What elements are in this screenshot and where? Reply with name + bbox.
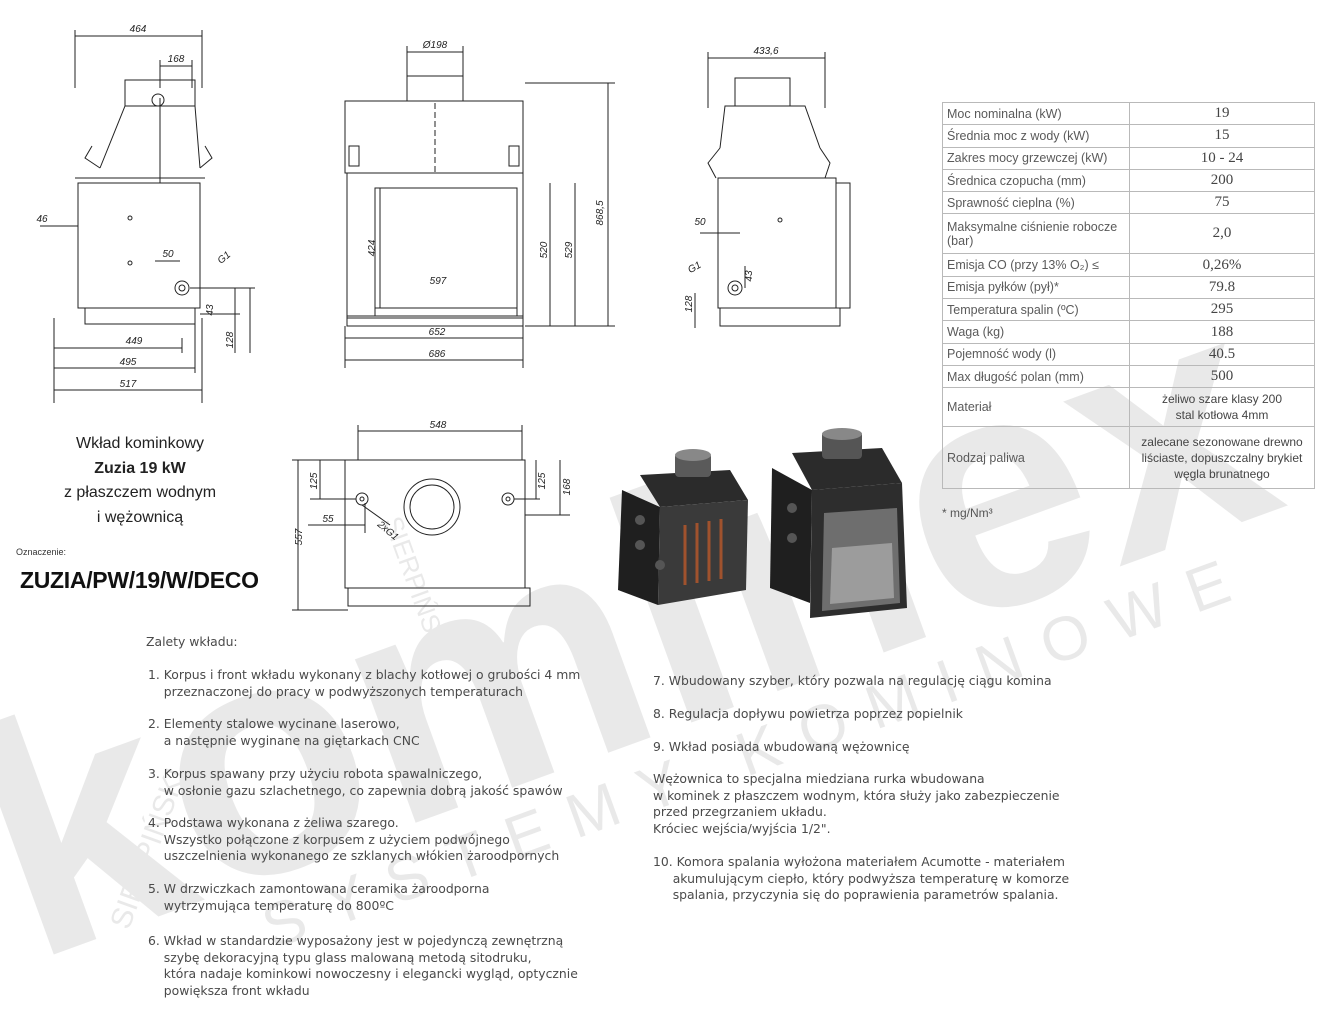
dim-front-520: 520 bbox=[539, 241, 550, 258]
dim-side-464: 464 bbox=[130, 24, 147, 35]
dim-front-868: 868,5 bbox=[595, 200, 606, 225]
spec-label: Emisja pyłków (pył)* bbox=[942, 275, 1130, 300]
spec-value: 200 bbox=[1129, 168, 1315, 193]
spec-row: Temperatura spalin (ºC)295 bbox=[942, 298, 1315, 322]
advantage-2: 2. Elementy stalowe wycinane laserowo, a… bbox=[148, 716, 420, 748]
advantage-8: 8. Regulacja dopływu powietrza poprzez p… bbox=[653, 706, 963, 721]
spec-label: Emisja CO (przy 13% O₂) ≤ bbox=[942, 253, 1130, 277]
spec-row: Średnia moc z wody (kW)15 bbox=[942, 124, 1315, 148]
spec-value: 75 bbox=[1129, 191, 1315, 215]
coil-description: Wężownica to specjalna miedziana rurka w… bbox=[653, 771, 1060, 836]
advantage-7: 7. Wbudowany szyber, który pozwala na re… bbox=[653, 673, 1052, 688]
designation-label: Oznaczenie: bbox=[16, 547, 67, 557]
dim-right-43: 43 bbox=[744, 270, 755, 282]
advantage-9: 9. Wkład posiada wbudowaną wężownicę bbox=[653, 739, 910, 754]
spec-value: 10 - 24 bbox=[1129, 146, 1315, 170]
spec-label: Zakres mocy grzewczej (kW) bbox=[942, 146, 1130, 170]
advantage-5: 5. W drzwiczkach zamontowana ceramika ża… bbox=[148, 881, 490, 913]
spec-value: 500 bbox=[1129, 364, 1315, 389]
product-title: Wkład kominkowy Zuzia 19 kW z płaszczem … bbox=[20, 432, 260, 530]
dim-front-652: 652 bbox=[429, 327, 446, 338]
spec-label: Pojemność wody (l) bbox=[942, 342, 1130, 366]
dim-front-597: 597 bbox=[430, 276, 447, 287]
spec-label: Materiał bbox=[942, 387, 1130, 428]
dim-side-168: 168 bbox=[168, 54, 185, 65]
advantage-3: 3. Korpus spawany przy użyciu robota spa… bbox=[148, 766, 563, 798]
dim-top-557: 557 bbox=[294, 528, 305, 545]
insert-render-rear bbox=[618, 449, 748, 605]
spec-label: Średnia moc z wody (kW) bbox=[942, 124, 1130, 148]
spec-row: Moc nominalna (kW)19 bbox=[942, 101, 1315, 126]
dim-side-128: 128 bbox=[225, 331, 236, 348]
spec-row: Max długość polan (mm)500 bbox=[942, 364, 1315, 389]
spec-row: Sprawność cieplna (%)75 bbox=[942, 191, 1315, 215]
front-view-drawing: Ø198 868,5 424 520 529 597 652 686 bbox=[344, 40, 615, 368]
advantage-10: 10. Komora spalania wyłożona materiałem … bbox=[653, 854, 1070, 902]
title-line-4: i wężownicą bbox=[96, 508, 184, 526]
title-line-2: Zuzia 19 kW bbox=[94, 459, 186, 477]
spec-value: 0,26% bbox=[1129, 253, 1315, 277]
dim-right-433: 433,6 bbox=[753, 46, 778, 57]
spec-row: Pojemność wody (l)40.5 bbox=[942, 342, 1315, 366]
dim-side-517: 517 bbox=[120, 379, 137, 390]
spec-label: Max długość polan (mm) bbox=[942, 364, 1130, 389]
advantage-6: 6. Wkład w standardzie wyposażony jest w… bbox=[148, 933, 578, 998]
side-view-drawing: 464 168 46 50 G1 43 128 449 495 517 bbox=[36, 24, 255, 403]
advantages-heading: Zalety wkładu: bbox=[146, 634, 238, 649]
spec-row: Średnica czopucha (mm)200 bbox=[942, 168, 1315, 193]
spec-label: Sprawność cieplna (%) bbox=[942, 191, 1130, 215]
spec-row: Waga (kg)188 bbox=[942, 320, 1315, 344]
spec-label: Temperatura spalin (ºC) bbox=[942, 298, 1130, 322]
spec-row: Zakres mocy grzewczej (kW)10 - 24 bbox=[942, 146, 1315, 170]
spec-row: Emisja CO (przy 13% O₂) ≤0,26% bbox=[942, 253, 1315, 277]
dim-right-g1: G1 bbox=[686, 260, 703, 276]
dim-side-43: 43 bbox=[205, 304, 216, 316]
designation-code: ZUZIA/PW/19/W/DECO bbox=[20, 567, 259, 593]
dim-side-449: 449 bbox=[126, 336, 143, 347]
dim-top-125-right: 125 bbox=[537, 472, 548, 489]
spec-value: 19 bbox=[1129, 101, 1315, 126]
spec-value: 2,0 bbox=[1129, 213, 1315, 255]
dim-right-50: 50 bbox=[694, 217, 706, 228]
spec-label: Maksymalne ciśnienie robocze (bar) bbox=[942, 213, 1130, 255]
dim-side-50: 50 bbox=[162, 249, 174, 260]
spec-row: Emisja pyłków (pył)*79.8 bbox=[942, 275, 1315, 300]
dim-top-548: 548 bbox=[430, 420, 447, 431]
right-view-drawing: 433,6 50 G1 43 128 bbox=[684, 46, 851, 328]
dim-top-168: 168 bbox=[562, 478, 573, 495]
spec-value: 15 bbox=[1129, 124, 1315, 148]
dim-side-46: 46 bbox=[36, 214, 48, 225]
spec-value: 79.8 bbox=[1129, 275, 1315, 300]
insert-render-front bbox=[770, 428, 907, 618]
spec-label: Moc nominalna (kW) bbox=[942, 101, 1130, 126]
dim-front-424: 424 bbox=[367, 239, 378, 256]
dim-side-495: 495 bbox=[120, 357, 137, 368]
spec-value: zalecane sezonowane drewno liściaste, do… bbox=[1129, 426, 1315, 490]
spec-value: 295 bbox=[1129, 298, 1315, 322]
spec-value: 188 bbox=[1129, 320, 1315, 344]
spec-value: żeliwo szare klasy 200 stal kotłowa 4mm bbox=[1129, 387, 1315, 428]
advantage-1: 1. Korpus i front wkładu wykonany z blac… bbox=[148, 667, 581, 699]
footnote: * mg/Nm³ bbox=[942, 506, 993, 520]
spec-row: Maksymalne ciśnienie robocze (bar)2,0 bbox=[942, 213, 1315, 255]
title-line-1: Wkład kominkowy bbox=[75, 435, 205, 452]
dim-top-55: 55 bbox=[322, 514, 334, 525]
spec-label: Rodzaj paliwa bbox=[942, 426, 1130, 490]
spec-value: 40.5 bbox=[1129, 342, 1315, 366]
dim-top-2xg1: 2xG1 bbox=[374, 519, 400, 543]
top-view-drawing: 548 125 125 168 55 2xG1 557 bbox=[292, 420, 573, 611]
advantage-4: 4. Podstawa wykonana z żeliwa szarego. W… bbox=[148, 815, 560, 863]
dim-side-g1: G1 bbox=[216, 250, 233, 267]
title-line-3: z płaszczem wodnym bbox=[63, 484, 217, 501]
dim-top-125-left: 125 bbox=[309, 472, 320, 489]
spec-label: Średnica czopucha (mm) bbox=[942, 168, 1130, 193]
dim-front-686: 686 bbox=[429, 349, 446, 360]
dim-right-128: 128 bbox=[684, 295, 695, 312]
spec-label: Waga (kg) bbox=[942, 320, 1130, 344]
dim-front-198: Ø198 bbox=[422, 40, 448, 51]
dim-front-529: 529 bbox=[564, 241, 575, 258]
